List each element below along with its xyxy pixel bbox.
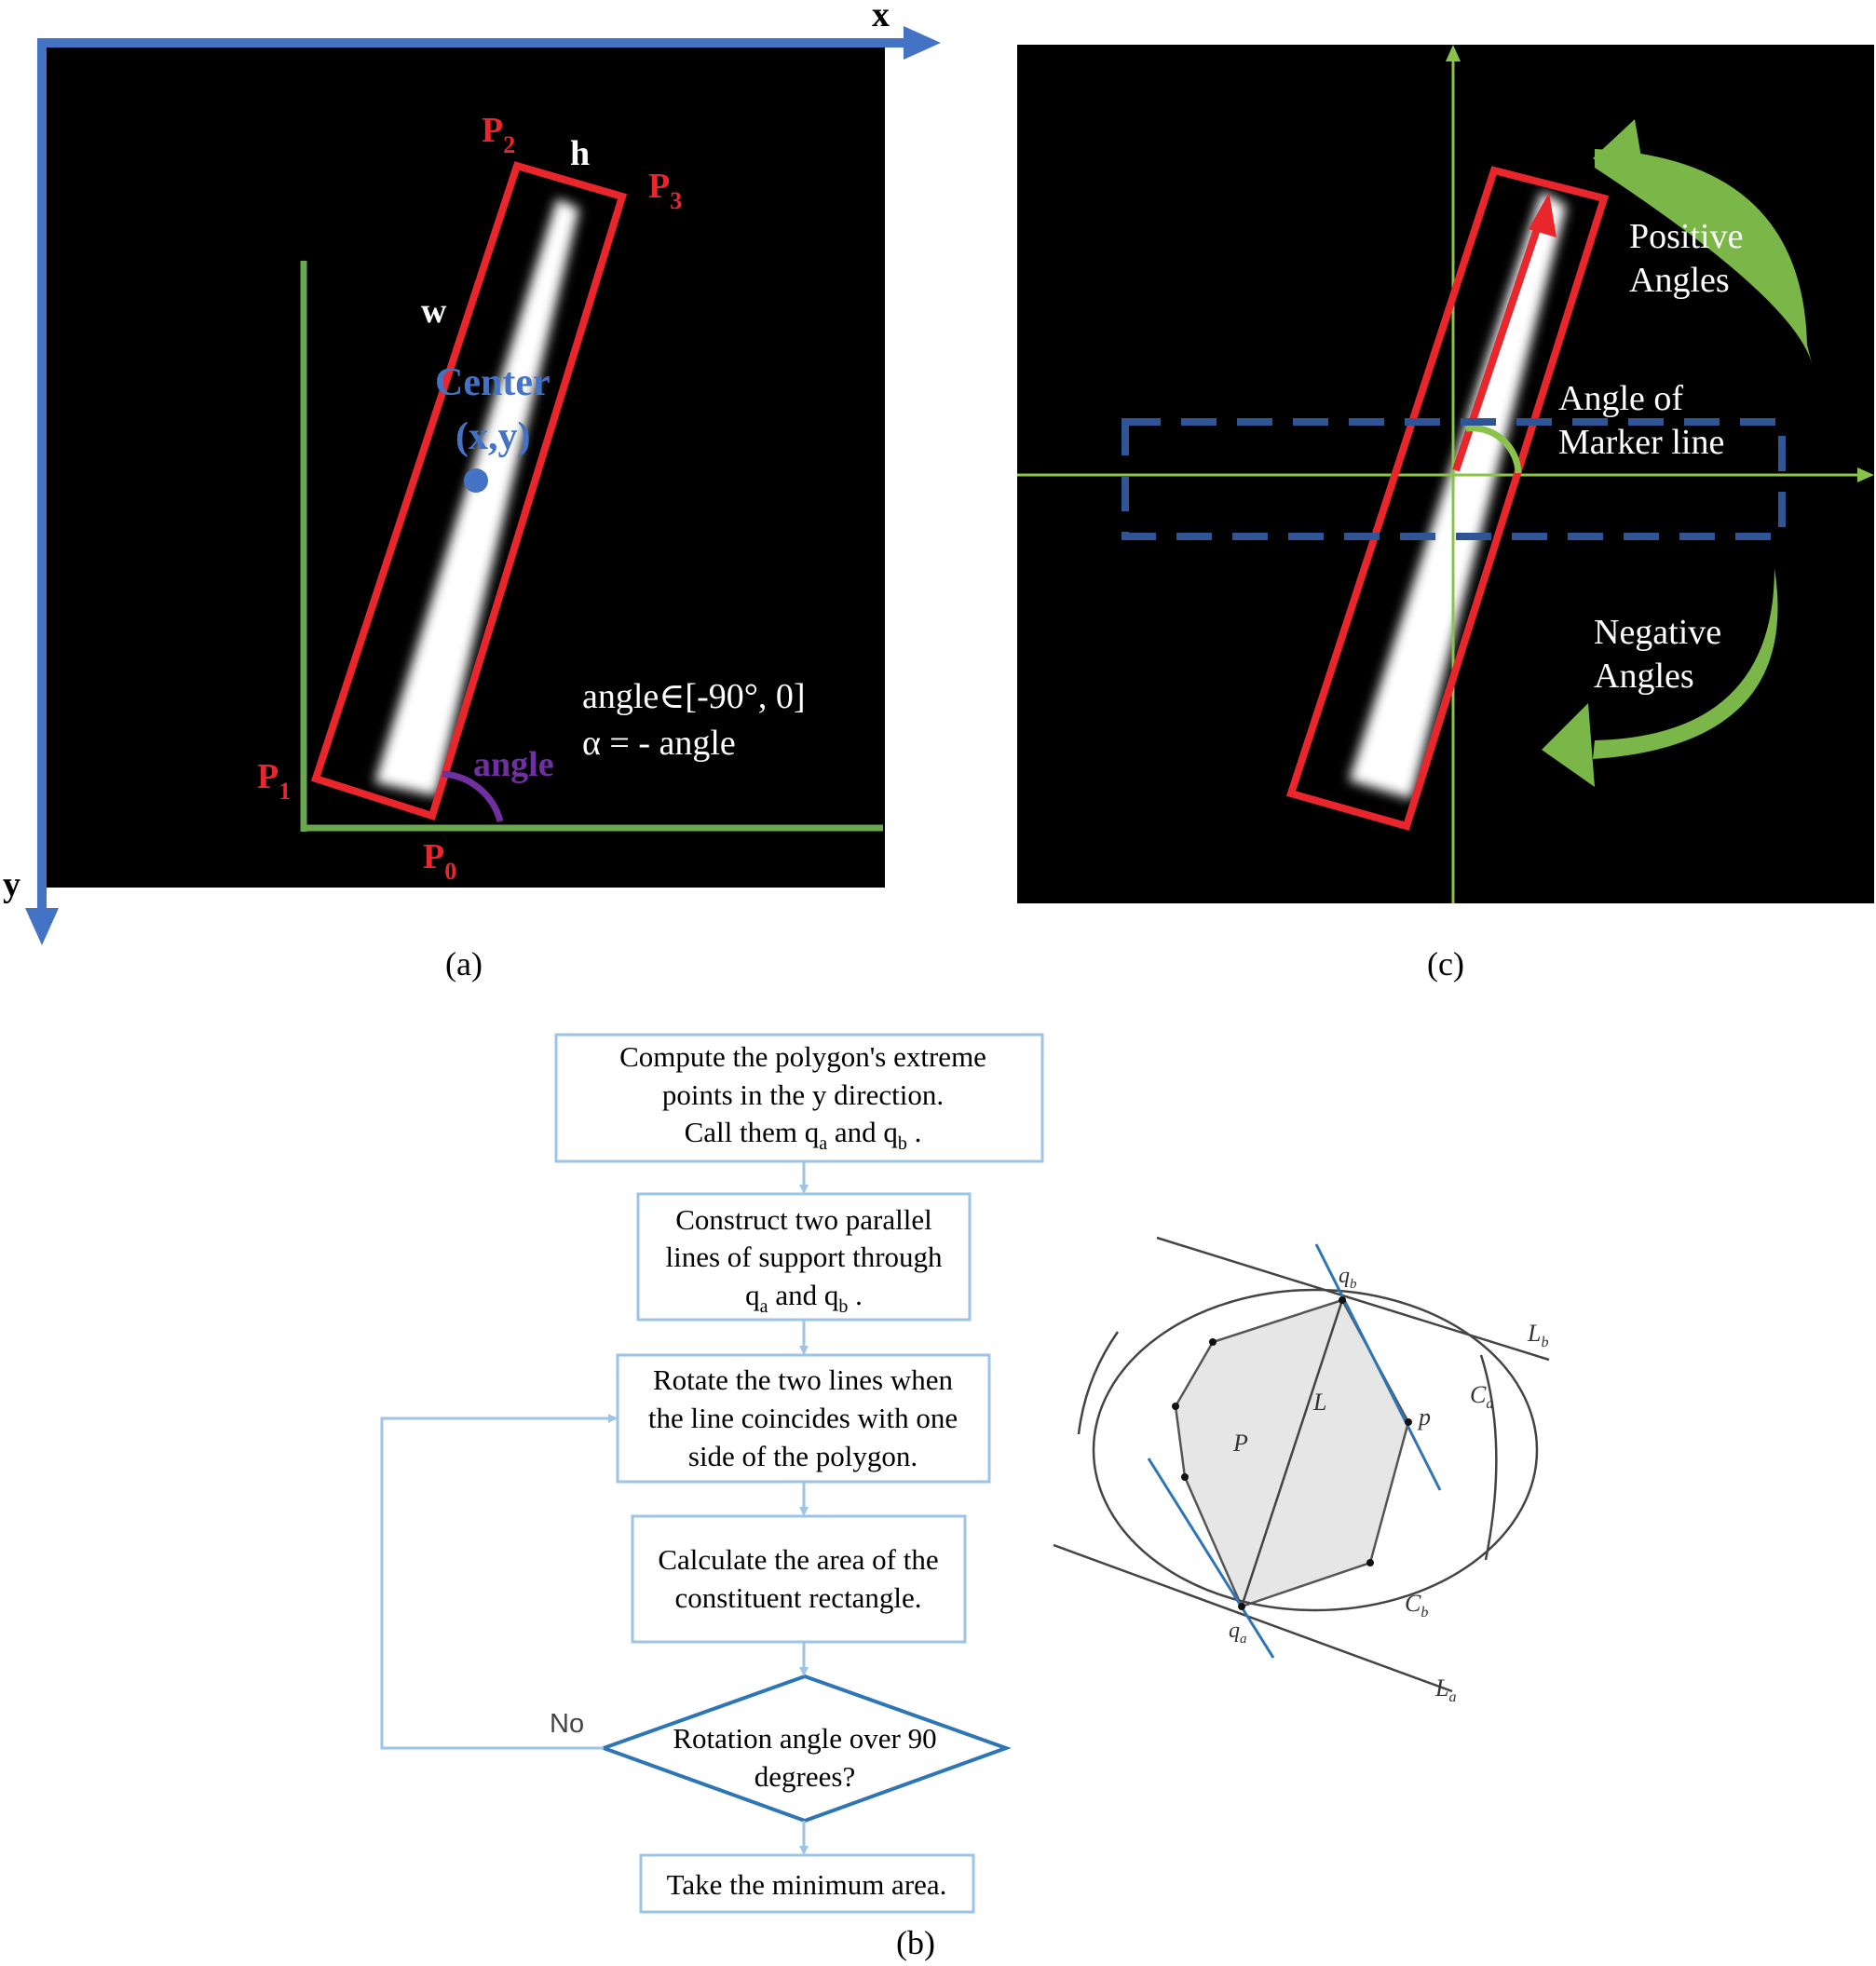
step2-line3: qa and qb . <box>745 1279 863 1317</box>
panel-b-caption: (b) <box>896 1924 935 1961</box>
polygon-vertices <box>1172 1296 1412 1610</box>
positive-angle-arrow <box>1595 149 1812 363</box>
vertex-qa <box>1238 1603 1245 1610</box>
panel-c-marker-bar <box>1349 191 1567 799</box>
step3-line3: side of the polygon. <box>688 1440 918 1472</box>
vertex-p <box>1405 1418 1412 1426</box>
panel-b-flowchart: Compute the polygon's extreme points in … <box>380 1033 1044 1961</box>
panel-c-bounding-box <box>1285 166 1610 831</box>
y-axis-label: y <box>3 865 20 904</box>
negative-angles-line2: Angles <box>1594 657 1694 696</box>
step3-line2: the line coincides with one <box>648 1402 958 1434</box>
Cb-label: Cb <box>1405 1590 1428 1620</box>
x-axis-label: x <box>872 0 890 34</box>
negative-angle-arrowhead <box>1542 703 1595 787</box>
p2-label: P2 <box>482 111 515 158</box>
polygon-label: P <box>1232 1430 1248 1457</box>
step2-line1: Construct two parallel <box>675 1203 932 1236</box>
step3-box <box>616 1353 991 1484</box>
outer-arc-left <box>1077 1331 1120 1435</box>
outer-arc-right <box>1479 1354 1498 1561</box>
decision-line1: Rotation angle over 90 <box>673 1722 936 1755</box>
negative-angles-line1: Negative <box>1594 613 1721 652</box>
width-label: w <box>421 292 447 331</box>
step1-box <box>554 1033 1044 1163</box>
p3-label: P3 <box>648 167 682 214</box>
panel-c-vertical-arrowhead <box>1446 45 1461 61</box>
vertex <box>1181 1473 1189 1481</box>
positive-angles-line1: Positive <box>1629 217 1743 256</box>
diagonal-label: L <box>1312 1389 1326 1416</box>
qb-label: qb <box>1339 1264 1357 1292</box>
qa-label: qa <box>1229 1619 1247 1647</box>
panel-c: Positive Angles Angle of Marker line Neg… <box>1017 45 1874 983</box>
panel-b-geometry: qb qa Lb La Ca Cb L P p <box>1053 1236 1550 1705</box>
step5-text: Take the minimum area. <box>667 1868 947 1901</box>
angle-label: angle <box>473 745 554 784</box>
angle-of-marker-line1: Angle of <box>1558 379 1683 418</box>
panel-c-caption: (c) <box>1427 945 1464 983</box>
marker-angle-highlight-box <box>1122 418 1786 540</box>
step1-line1: Compute the polygon's extreme <box>619 1040 986 1073</box>
positive-angles-line2: Angles <box>1629 261 1730 300</box>
p0-label: P0 <box>423 837 456 885</box>
step2-line2: lines of support through <box>665 1241 943 1273</box>
blue-line-through-qb <box>1314 1243 1442 1491</box>
height-label: h <box>570 134 590 173</box>
vertex <box>1366 1559 1374 1566</box>
vertex <box>1172 1403 1179 1410</box>
p1-label: P1 <box>257 757 291 805</box>
x-axis-arrowhead <box>904 26 941 60</box>
angle-arc <box>442 770 504 822</box>
step4-line2: constituent rectangle. <box>674 1581 921 1614</box>
center-point <box>464 468 488 493</box>
panel-a-caption: (a) <box>445 945 483 983</box>
support-line-a <box>1053 1543 1453 1693</box>
step3-line1: Rotate the two lines when <box>653 1363 953 1396</box>
support-line-b <box>1156 1236 1550 1362</box>
marker-angle-arc <box>1465 425 1522 474</box>
center-label: Center <box>435 361 551 404</box>
diagonal-line <box>1240 1299 1344 1607</box>
point-p-label: p <box>1417 1403 1431 1430</box>
step4-line1: Calculate the area of the <box>658 1543 938 1576</box>
step4-box <box>631 1514 967 1644</box>
y-axis-arrowhead <box>25 908 59 945</box>
negative-angle-arrow <box>1593 568 1778 759</box>
vertex <box>1209 1338 1217 1346</box>
La-label: La <box>1434 1674 1456 1705</box>
angle-of-marker-line2: Marker line <box>1558 423 1724 462</box>
blue-line-through-qa <box>1147 1458 1275 1659</box>
angle-range-text: angle∈[-90°, 0] <box>582 677 806 716</box>
positive-angle-arrowhead <box>1593 119 1649 200</box>
step1-line2: points in the y direction. <box>662 1078 944 1111</box>
loop-back-connector <box>380 1414 618 1750</box>
alpha-definition-text: α = - angle <box>582 724 736 763</box>
panel-a: x y P2 P3 P1 P0 h w Center (x,y) angle a… <box>3 0 941 983</box>
enclosing-circle <box>1092 1288 1539 1612</box>
Ca-label: Ca <box>1470 1381 1493 1412</box>
step5-box <box>639 1853 975 1914</box>
vertex-qb <box>1339 1296 1346 1304</box>
Lb-label: Lb <box>1527 1320 1548 1350</box>
step1-line3: Call them qa and qb . <box>685 1116 922 1154</box>
marker-line-arrowhead <box>1529 193 1557 237</box>
bounding-box <box>310 161 628 821</box>
panel-a-marker-bar <box>374 198 579 796</box>
panel-c-horizontal-arrowhead <box>1857 468 1874 482</box>
panel-a-image <box>42 45 885 888</box>
no-branch-label: No <box>550 1709 584 1739</box>
decision-line2: degrees? <box>754 1760 855 1793</box>
step2-box <box>636 1192 972 1322</box>
center-coordinates: (x,y) <box>455 415 530 458</box>
